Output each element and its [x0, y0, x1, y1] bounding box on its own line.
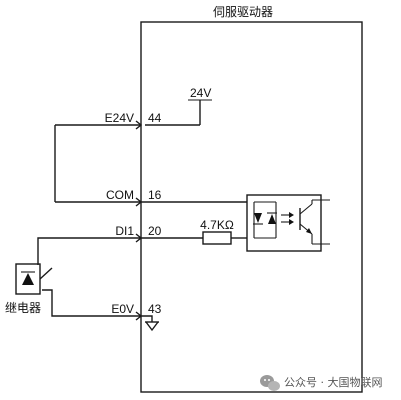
pin-16: 16	[148, 188, 162, 202]
terminal-e24v: E24V 44	[55, 111, 162, 130]
terminal-di1: DI1 20	[37, 224, 203, 265]
servo-drive-box	[140, 21, 363, 393]
signal-com: COM	[106, 188, 134, 202]
led-reverse-icon	[268, 214, 276, 224]
resistor-label: 4.7KΩ	[200, 218, 234, 232]
connector-44-symbol	[135, 120, 143, 130]
optocoupler	[246, 194, 330, 252]
phototransistor-icon	[299, 199, 330, 245]
watermark-text: 公众号 · 大国物联网	[284, 375, 383, 389]
supply-label: 24V	[190, 86, 211, 100]
led-forward-icon	[254, 213, 262, 223]
relay-contact	[39, 267, 53, 280]
drive-title: 伺服驱动器	[213, 5, 273, 19]
terminal-e0v: E0V 43	[42, 289, 162, 322]
relay-label: 继电器	[5, 301, 41, 315]
resistor: 4.7KΩ	[200, 218, 247, 245]
ground-icon	[145, 321, 159, 332]
light-arrows-icon	[281, 212, 294, 225]
relay: 继电器	[5, 263, 53, 315]
pin-44: 44	[148, 111, 162, 125]
pin-43: 43	[148, 302, 162, 316]
supply-24v: 24V	[145, 86, 212, 126]
wechat-icon	[260, 375, 280, 391]
pin-20: 20	[148, 224, 162, 238]
watermark: 公众号 · 大国物联网	[260, 375, 383, 391]
signal-e24v: E24V	[105, 111, 134, 125]
signal-di1: DI1	[115, 224, 134, 238]
signal-e0v: E0V	[111, 302, 134, 316]
relay-diode-icon	[22, 273, 34, 285]
terminal-com: COM 16	[55, 188, 247, 207]
